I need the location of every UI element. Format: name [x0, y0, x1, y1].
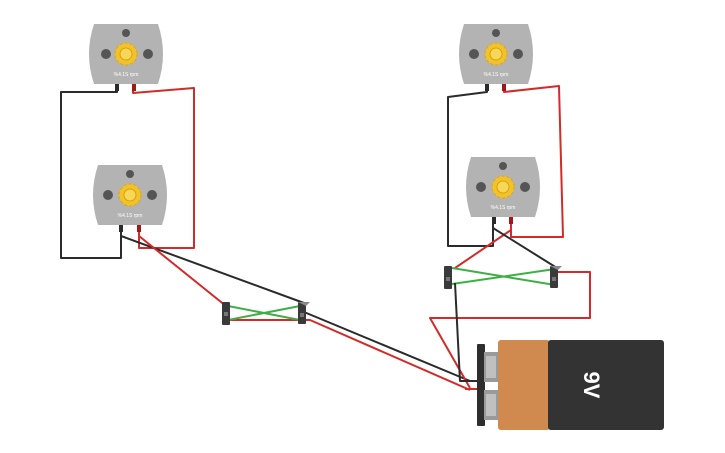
gear-icon: [118, 183, 142, 207]
dc-motor-3[interactable]: %4.1S rpm: [459, 24, 533, 91]
motor-2-terminal-red[interactable]: [137, 225, 141, 232]
wire-red-right-battery[interactable]: [429, 271, 591, 389]
motor-3-terminal-red[interactable]: [502, 84, 506, 91]
switch-left[interactable]: [222, 302, 310, 325]
wires: [60, 85, 591, 391]
dc-motor-4[interactable]: %4.1S rpm: [466, 157, 540, 224]
motor-1-rpm: %4.1S rpm: [114, 72, 139, 78]
dc-motor-1[interactable]: %4.1S rpm: [89, 24, 163, 91]
motor-3-terminal-black[interactable]: [485, 84, 489, 91]
battery-body: [548, 340, 664, 430]
wire-red-m4-switch[interactable]: [454, 223, 512, 269]
wire-green-left-b[interactable]: [227, 305, 301, 321]
motor-4-terminal-red[interactable]: [509, 217, 513, 224]
motor-3-rpm: %4.1S rpm: [484, 72, 509, 78]
motor-4-rpm: %4.1S rpm: [491, 205, 516, 211]
battery-clip: [477, 344, 485, 426]
wire-black-m4-switch[interactable]: [492, 223, 558, 269]
battery-9v[interactable]: 9V: [477, 340, 664, 430]
battery-label: 9V: [579, 372, 604, 399]
motor-1-terminal-red[interactable]: [132, 84, 136, 91]
wire-red-m3[interactable]: [503, 85, 564, 238]
wire-black-m1[interactable]: [60, 87, 122, 259]
switch-right[interactable]: [444, 266, 562, 289]
gear-icon: [114, 42, 138, 66]
wire-green-right-b[interactable]: [451, 268, 556, 285]
motor-4-terminal-black[interactable]: [492, 217, 496, 224]
dc-motor-2[interactable]: %4.1S rpm: [93, 165, 167, 232]
gear-icon: [484, 42, 508, 66]
wire-red-m1[interactable]: [132, 87, 195, 249]
battery-copper-cap: [498, 340, 550, 430]
motor-2-terminal-black[interactable]: [119, 225, 123, 232]
motor-2-rpm: %4.1S rpm: [118, 213, 143, 219]
gear-icon: [491, 175, 515, 199]
motor-1-terminal-black[interactable]: [115, 84, 119, 91]
